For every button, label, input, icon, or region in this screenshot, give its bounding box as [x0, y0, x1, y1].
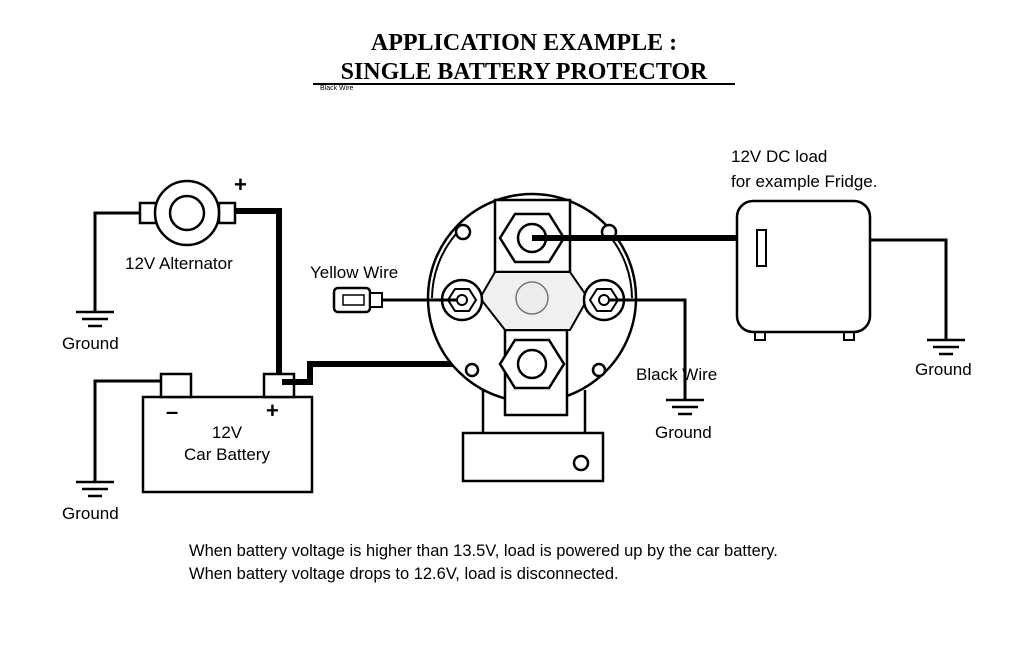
- note-line-2: When battery voltage drops to 12.6V, loa…: [189, 565, 619, 583]
- ground-symbol-load: [927, 338, 965, 356]
- battery-plus-sign: +: [266, 398, 279, 423]
- ground-symbol-battery: [76, 480, 114, 498]
- yellow-wire-connector: [332, 286, 383, 314]
- alternator-ground-wire: [93, 211, 140, 312]
- load-label-line-1: 12V DC load: [731, 147, 827, 166]
- battery-ground-wire: [93, 379, 161, 482]
- battery-name-label: Car Battery: [184, 445, 270, 464]
- battery-voltage-label: 12V: [212, 423, 243, 442]
- black-wire-label: Black Wire: [636, 365, 717, 384]
- title-line-2: SINGLE BATTERY PROTECTOR: [341, 59, 708, 85]
- alternator-symbol: [138, 179, 237, 247]
- title-line-1: APPLICATION EXAMPLE :: [371, 30, 677, 56]
- alternator-to-battery-wire: [235, 208, 282, 380]
- load-ground-wire: [870, 238, 948, 340]
- black-wire: [610, 298, 687, 400]
- battery-protector-device: [426, 192, 638, 483]
- stray-black-wire-label: Black Wire: [320, 85, 354, 92]
- car-battery-symbol: [141, 372, 314, 494]
- ground-label-battery: Ground: [62, 504, 119, 523]
- protector-bottom-stud: [498, 338, 566, 390]
- ground-symbol-alternator: [76, 310, 114, 328]
- alternator-label: 12V Alternator: [125, 254, 233, 273]
- ground-label-load: Ground: [915, 360, 972, 379]
- battery-minus-sign: –: [166, 399, 178, 424]
- load-label-line-2: for example Fridge.: [731, 172, 877, 191]
- yellow-wire-label: Yellow Wire: [310, 263, 398, 282]
- ground-symbol-black-wire: [666, 398, 704, 416]
- fridge-load-symbol: [735, 199, 872, 341]
- alternator-plus-sign: +: [234, 172, 247, 197]
- protector-right-stud: [582, 278, 626, 322]
- ground-label-black-wire: Ground: [655, 423, 712, 442]
- ground-label-alternator: Ground: [62, 334, 119, 353]
- battery-to-protector-wire: [282, 361, 526, 385]
- note-line-1: When battery voltage is higher than 13.5…: [189, 542, 778, 560]
